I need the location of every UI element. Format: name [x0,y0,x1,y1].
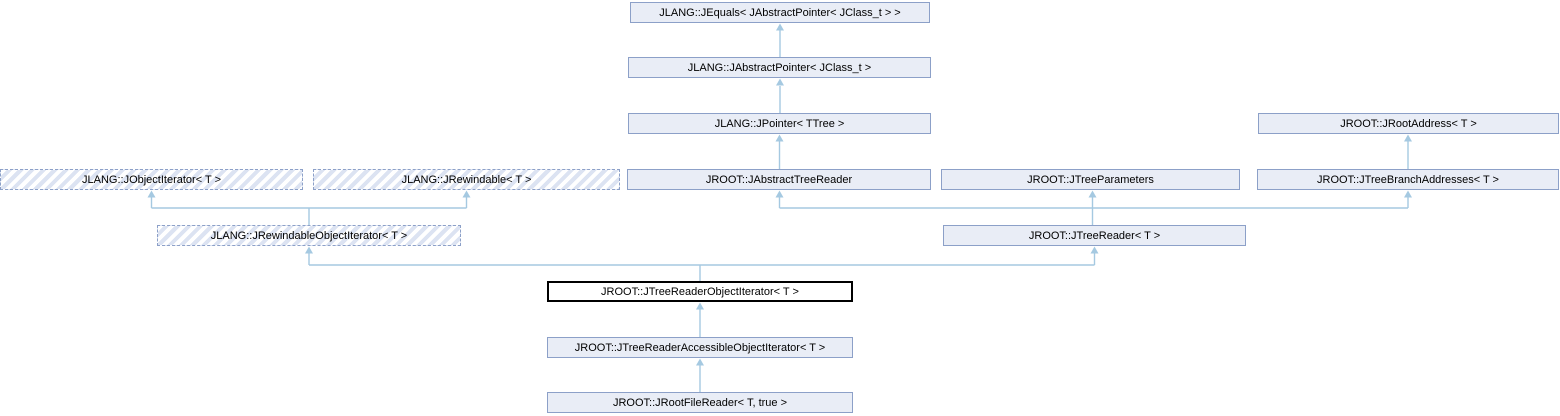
class-node-jpointer[interactable]: JLANG::JPointer< TTree > [628,113,931,134]
arrowhead-icon [1404,190,1412,198]
arrowhead-icon [775,134,784,142]
arrowhead-icon [696,358,704,366]
arrowhead-icon [1090,246,1099,254]
class-node-jabstractpointer[interactable]: JLANG::JAbstractPointer< JClass_t > [628,57,931,78]
class-node-jequals[interactable]: JLANG::JEquals< JAbstractPointer< JClass… [630,2,930,23]
arrowhead-icon [776,23,784,31]
class-node-jtreereader[interactable]: JROOT::JTreeReader< T > [943,225,1246,246]
edge-jtreebranchaddresses-to-jrootaddress [1404,134,1412,169]
arrowhead-icon [776,78,784,86]
class-node-jtreereaderaccessibleobjectiterator[interactable]: JROOT::JTreeReaderAccessibleObjectIterat… [547,337,853,358]
arrowhead-icon [1088,190,1097,198]
edge-line [778,197,1409,225]
arrowhead-icon [775,190,784,198]
class-node-jrootaddress[interactable]: JROOT::JRootAddress< T > [1258,113,1559,134]
edge-jpointer-to-jabstractpointer [776,78,784,113]
edge-jabstractpointer-to-jequals [776,23,784,57]
class-node-jtreeparameters[interactable]: JROOT::JTreeParameters [941,169,1240,190]
class-node-jrootfilereader[interactable]: JROOT::JRootFileReader< T, true > [547,392,853,413]
class-node-jobjectiterator: JLANG::JObjectIterator< T > [0,169,303,190]
edge-jtreereader-to-parents [775,190,1412,225]
arrowhead-icon [696,302,704,310]
class-node-jabstracttreereader[interactable]: JROOT::JAbstractTreeReader [627,169,931,190]
edge-jtreereaderaccessibleobjectiterator-to-jtreereaderobjectiterator [696,302,704,337]
edge-jtreereaderobjectiterator-to-parents [305,246,1099,281]
edge-line [308,253,1096,281]
arrowhead-icon [305,246,313,254]
edge-jabstracttreereader-to-jpointer [775,134,784,169]
edge-jrewindableobjectiterator-to-parents [147,190,471,225]
edge-line [150,197,468,225]
class-node-jtreereaderobjectiterator: JROOT::JTreeReaderObjectIterator< T > [547,281,853,302]
arrowhead-icon [462,190,471,198]
arrowhead-icon [147,190,156,198]
edge-jrootfilereader-to-jtreereaderaccessibleobjectiterator [696,358,704,392]
class-node-jrewindableobjectiterator: JLANG::JRewindableObjectIterator< T > [157,225,461,246]
class-node-jtreebranchaddresses[interactable]: JROOT::JTreeBranchAddresses< T > [1257,169,1559,190]
arrowhead-icon [1404,134,1412,142]
class-node-jrewindable: JLANG::JRewindable< T > [313,169,620,190]
